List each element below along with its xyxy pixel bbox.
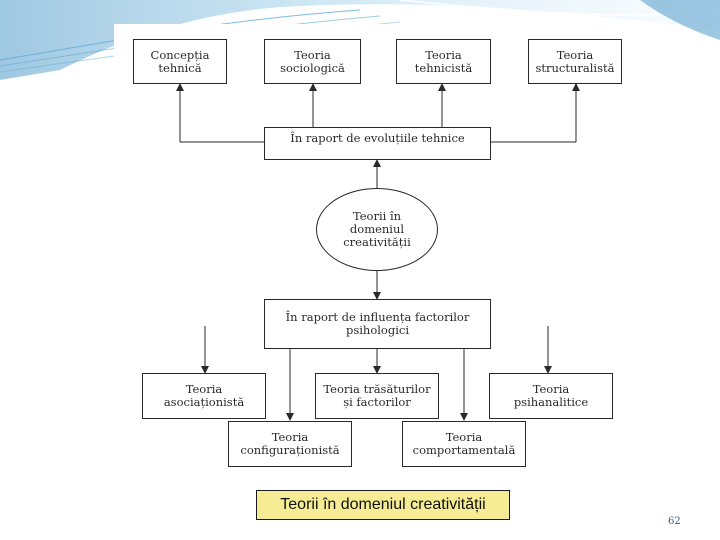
page-number: 62 bbox=[668, 516, 681, 527]
box-teoria-structuralista: Teoria structuralistă bbox=[528, 39, 622, 84]
box-lower-hub: În raport de influența factorilor psihol… bbox=[264, 299, 491, 349]
box-teoria-tehnicista: Teoria tehnicistă bbox=[396, 39, 491, 84]
box-teoria-psihanalitice: Teoria psihanalitice bbox=[489, 373, 613, 419]
box-teoria-trasaturi: Teoria trăsăturilor și factorilor bbox=[315, 373, 439, 419]
box-teoria-asociationista: Teoria asociaționistă bbox=[142, 373, 266, 419]
box-teoria-comportamentala: Teoria comportamentală bbox=[402, 421, 526, 467]
box-upper-hub: În raport de evoluțiile tehnice bbox=[264, 127, 491, 160]
slide-caption: Teorii în domeniul creativității bbox=[256, 490, 510, 520]
box-teoria-sociologica: Teoria sociologică bbox=[264, 39, 361, 84]
box-conceptia-tehnica: Concepția tehnică bbox=[133, 39, 227, 84]
center-ellipse: Teorii în domeniul creativității bbox=[316, 188, 438, 271]
box-teoria-configurationista: Teoria configuraționistă bbox=[228, 421, 352, 467]
